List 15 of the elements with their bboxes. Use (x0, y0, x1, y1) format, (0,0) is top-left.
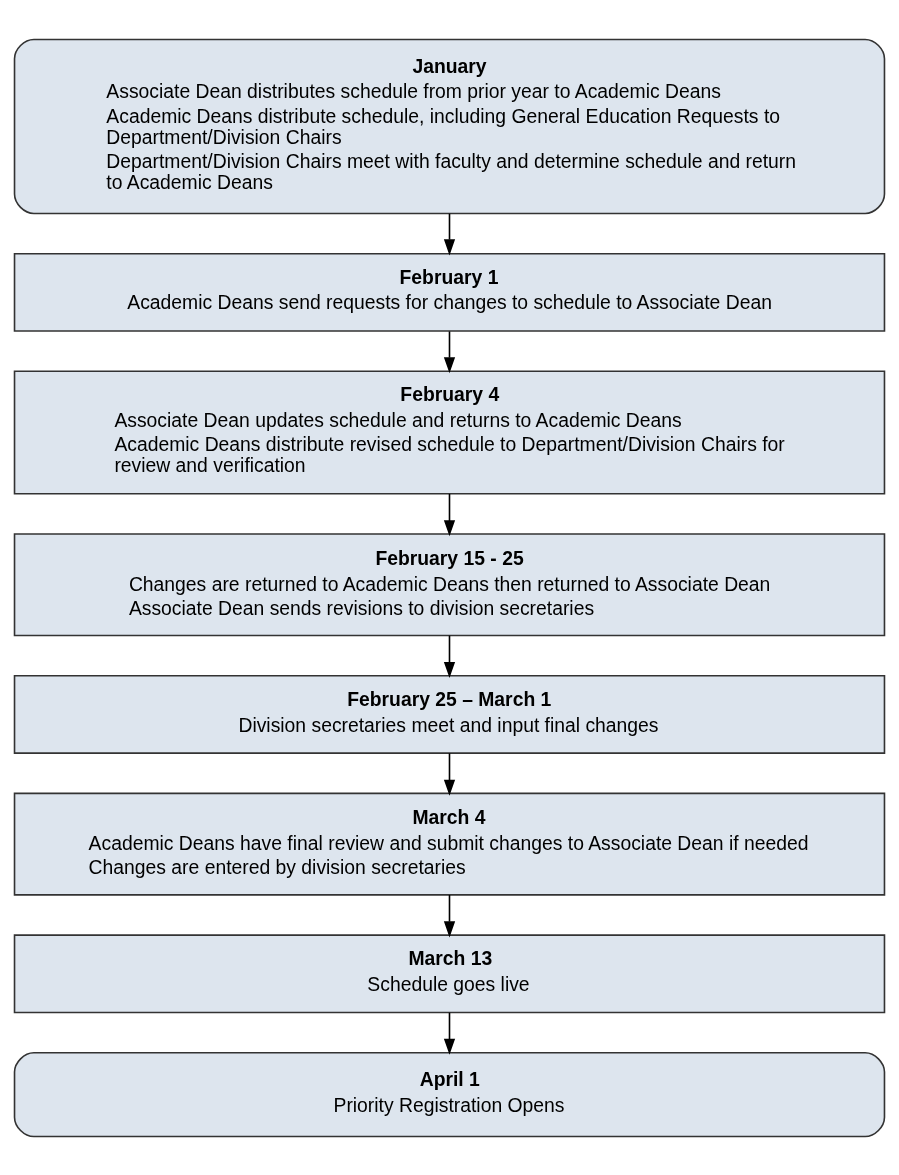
arrow (443, 492, 456, 536)
arrow (443, 330, 456, 373)
arrow (443, 752, 456, 796)
node-box: January Associate Dean distributes schedule from prior year to Academic Deans Academic Deans distribute schedule, including General Education Requests to Department/Division Chairs Department/Division Chairs meet with faculty and determine schedule and return to Academic Deans (13, 38, 886, 214)
node-box: February 4 Associate Dean updates schedule and returns to Academic Deans Academic Deans distribute revised schedule to Department/Division Chairs for review and verification (13, 370, 886, 495)
node-box: February 1 Academic Deans send requests for changes to schedule to Associate Dean (13, 252, 886, 332)
node-box: March 4 Academic Deans have final review and submit changes to Associate Dean if needed Changes are entered by division secretaries (13, 792, 886, 896)
node-box: February 25 – March 1 Division secretaries meet and input final changes (13, 674, 886, 754)
node-box: March 13 Schedule goes live (13, 933, 886, 1013)
node-box: April 1 Priority Registration Opens (13, 1051, 886, 1137)
arrow (443, 212, 456, 255)
node-box: February 15 - 25 Changes are returned to Academic Deans then returned to Associate Dean Associate Dean sends revisions to division secretaries (13, 532, 886, 636)
arrow (443, 893, 456, 937)
arrow (443, 1011, 456, 1055)
arrow (443, 634, 456, 678)
